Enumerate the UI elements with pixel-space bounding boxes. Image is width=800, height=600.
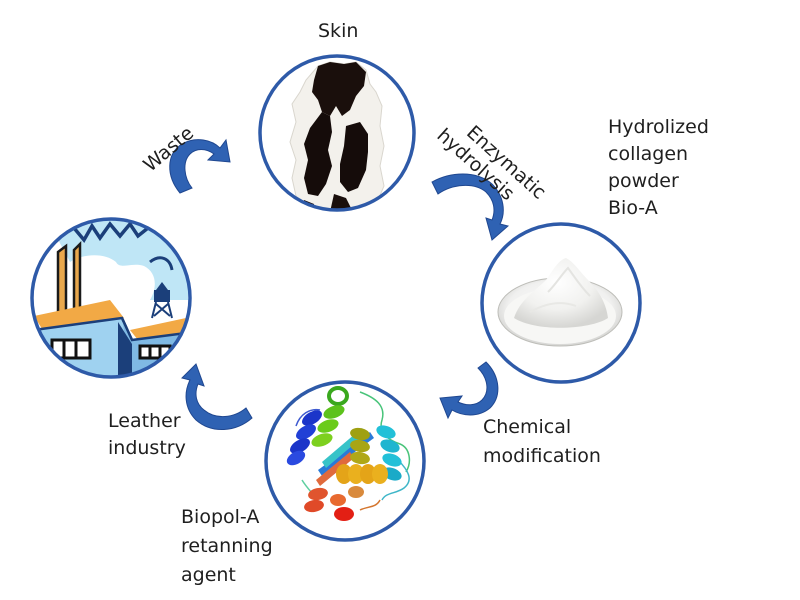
node-protein-ring xyxy=(264,380,426,542)
label-line: agent xyxy=(181,564,236,586)
label-skin: Skin xyxy=(318,18,358,44)
label-line: Bio-A xyxy=(608,197,658,219)
curved-arrow-icon xyxy=(439,361,499,420)
label-chemical-modification: Chemical modification xyxy=(483,413,601,471)
label-protein: Biopol-A retanning agent xyxy=(181,503,273,590)
label-line: powder xyxy=(608,170,679,192)
cowhide-icon xyxy=(289,61,385,209)
label-line: Biopol-A xyxy=(181,506,260,528)
arrow-leather-industry xyxy=(181,363,253,431)
node-factory-ring xyxy=(30,217,192,379)
factory-windows xyxy=(50,338,172,360)
helix-red xyxy=(304,486,364,521)
label-leather-industry: Leather industry xyxy=(108,408,186,462)
node-factory xyxy=(30,217,192,379)
helix-blue xyxy=(286,410,322,466)
node-skin xyxy=(258,54,416,212)
arrow-waste xyxy=(169,138,231,194)
node-powder xyxy=(480,222,642,384)
label-line: modification xyxy=(483,445,601,467)
label-line: Hydrolized xyxy=(608,116,709,138)
curved-arrow-icon xyxy=(181,363,253,431)
node-skin-ring xyxy=(258,54,416,212)
helix-olive xyxy=(350,427,370,465)
arrow-enzymatic-hydrolysis xyxy=(431,173,510,241)
node-protein xyxy=(264,380,426,542)
label-line: retanning xyxy=(181,535,273,557)
curved-arrow-icon xyxy=(431,173,510,241)
helix-cyan xyxy=(376,425,402,481)
protein-structure-icon xyxy=(286,386,411,521)
helix-gold xyxy=(336,464,388,484)
label-line: collagen xyxy=(608,143,689,165)
label-powder: Hydrolized collagen powder Bio-A xyxy=(608,114,709,222)
curved-arrow-icon xyxy=(169,138,231,194)
label-line: Leather xyxy=(108,410,181,432)
label-line: Skin xyxy=(318,20,359,42)
arrow-chemical-modification xyxy=(439,361,499,420)
powder-dish-icon xyxy=(497,258,623,347)
label-line: Chemical xyxy=(483,416,572,438)
node-powder-ring xyxy=(480,222,642,384)
factory-icon xyxy=(33,220,189,376)
label-line: industry xyxy=(108,437,186,459)
helix-green xyxy=(311,386,349,447)
